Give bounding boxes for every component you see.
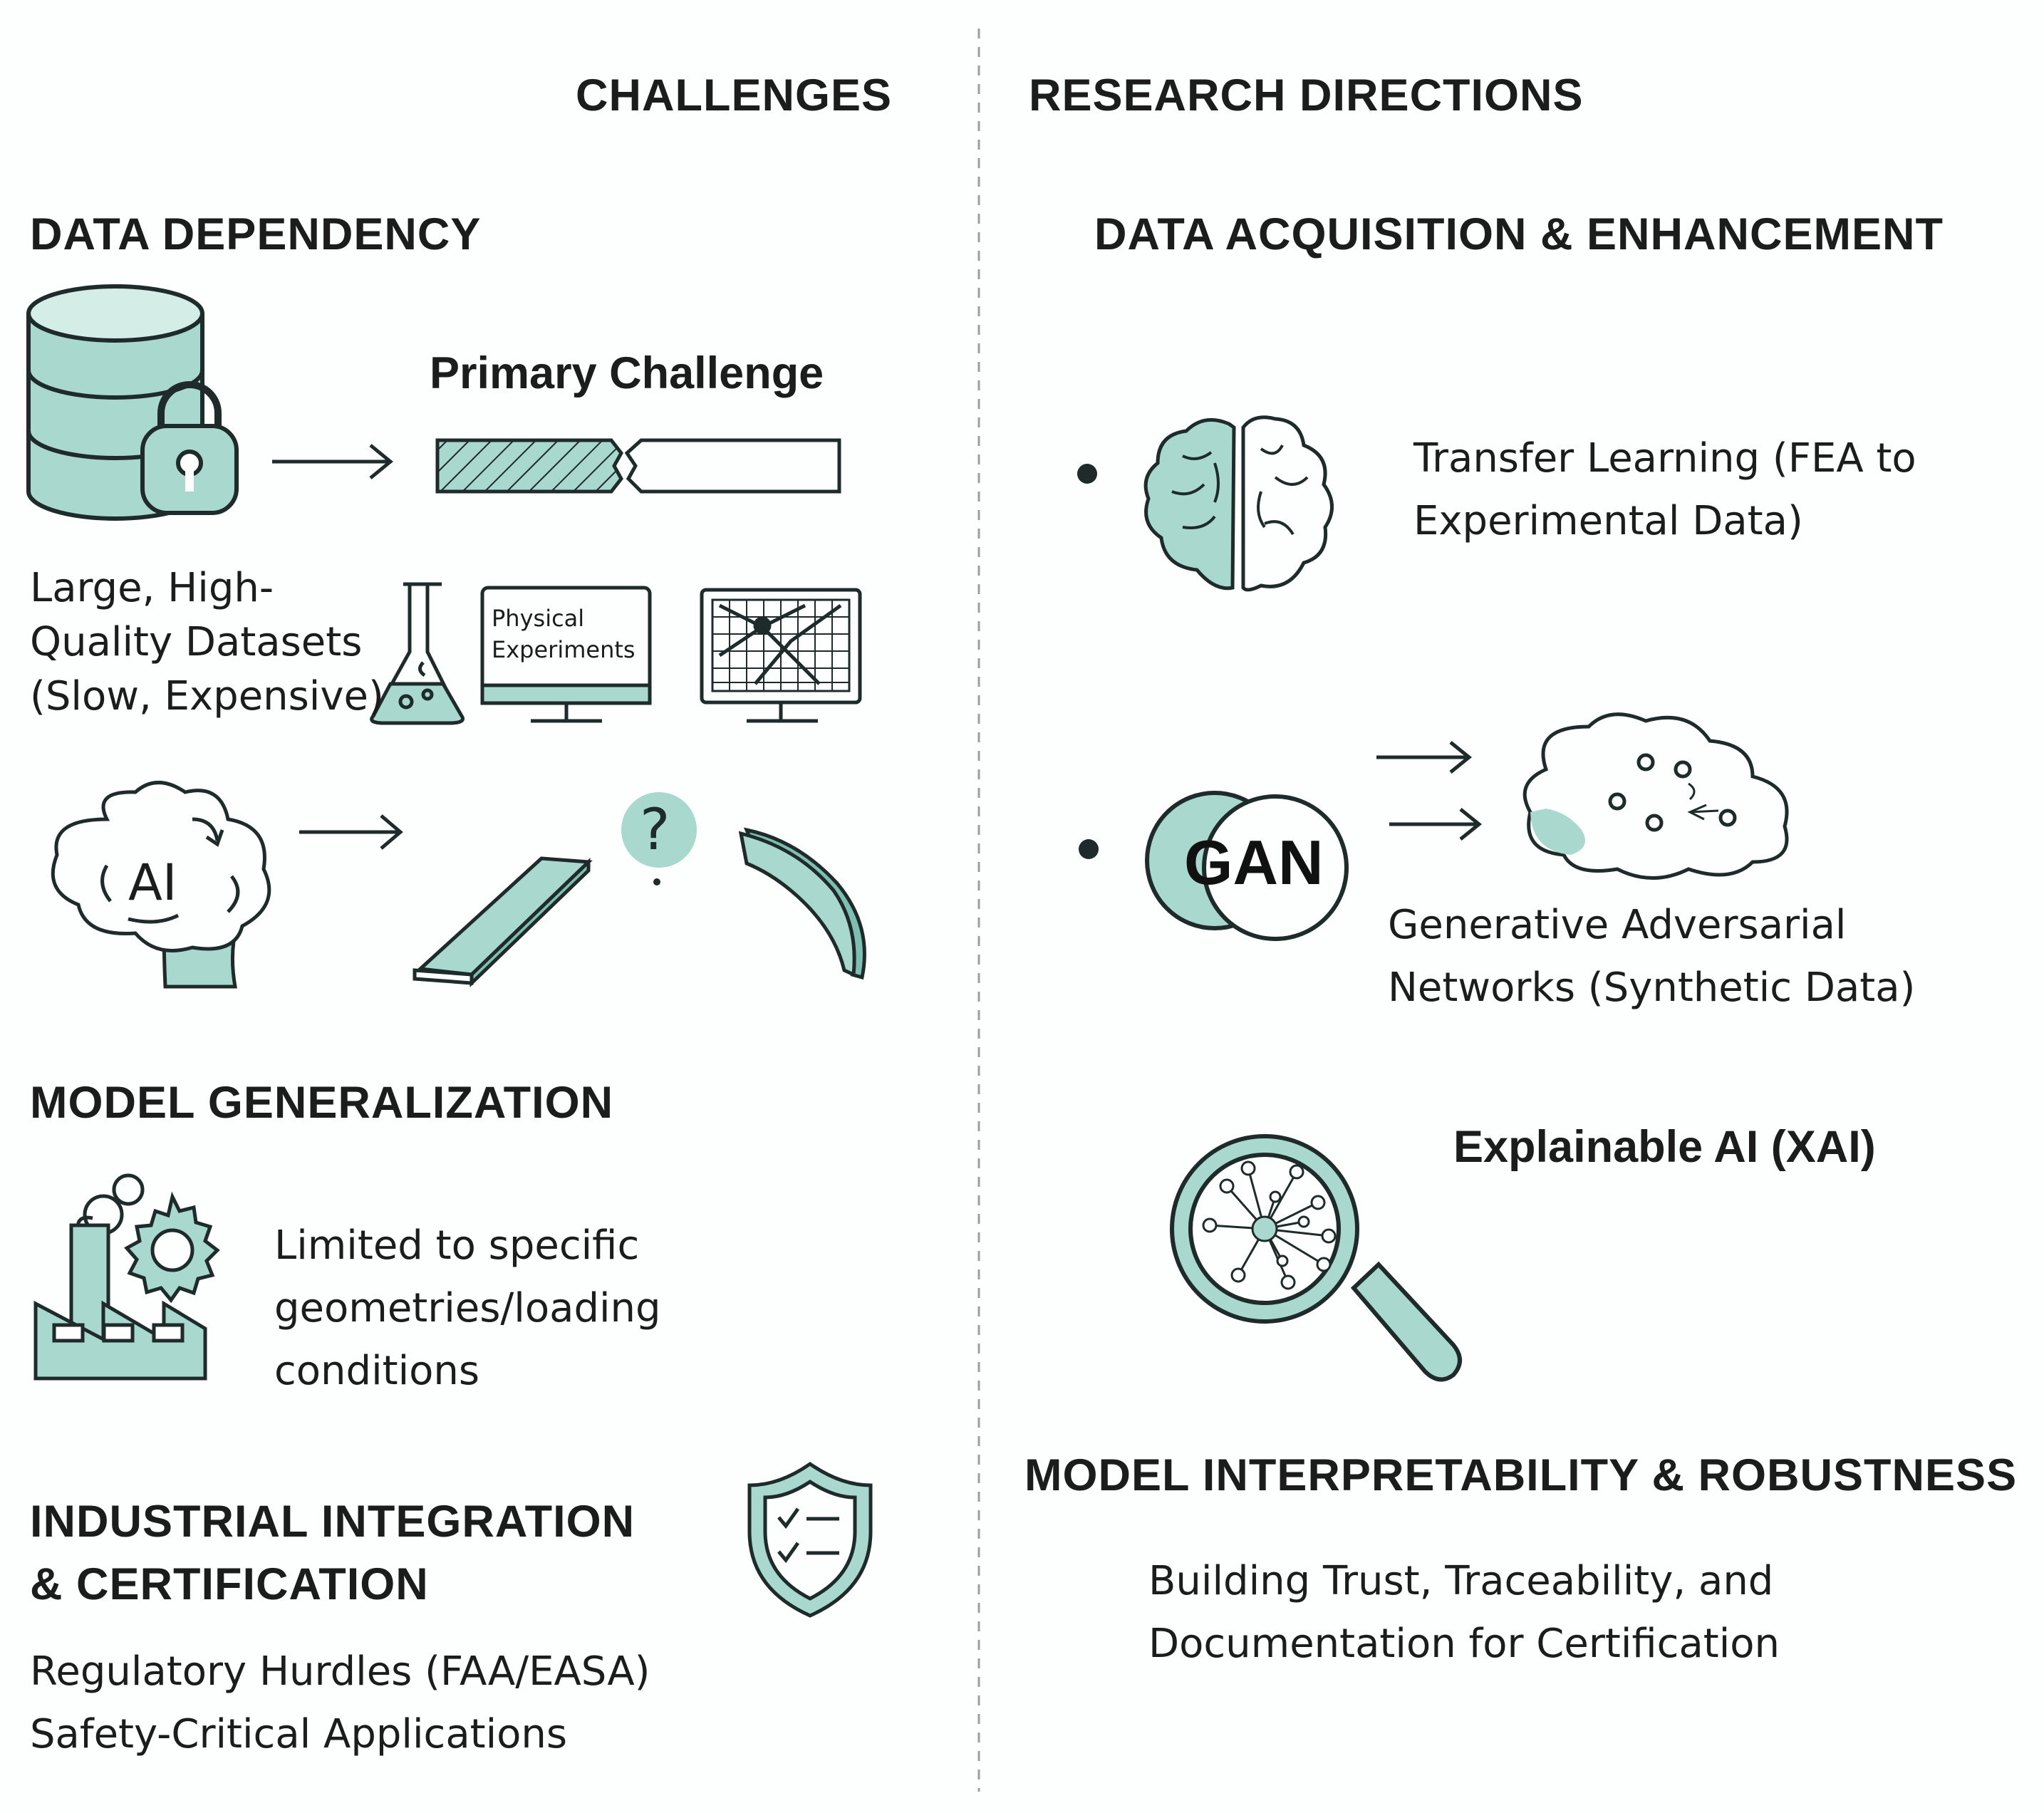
monitor-screen-text: Physical Experiments [492,605,635,663]
generalization-text: Limited to specific geometries/loading c… [274,1222,661,1394]
magnifier-network-icon [1170,1134,1462,1382]
arrow-icon [299,814,403,850]
question-mark: ? [640,796,670,863]
data-cloud-icon [1522,712,1789,880]
primary-challenge-label: Primary Challenge [430,348,824,398]
gan-icon [1145,791,1349,941]
arrow-icon [1376,741,1472,774]
question-icon [621,792,697,885]
challenges-column-title: CHALLENGES [576,71,893,120]
datasets-text: Large, High- Quality Datasets (Slow, Exp… [30,565,384,720]
ai-label: AI [128,853,177,912]
transfer-learning-text: Transfer Learning (FEA to Experimental D… [1413,435,1916,544]
arrow-icon [1389,808,1482,841]
bullet-icon [1079,839,1099,859]
interpretability-title: MODEL INTERPRETABILITY & ROBUSTNESS [1024,1450,2018,1500]
factory-gear-icon [33,1173,220,1381]
industrial-integration-title: INDUSTRIAL INTEGRATION & CERTIFICATION [30,1497,635,1609]
broken-specimen-icon [435,438,841,494]
curved-shell-icon [738,827,866,980]
bullet-icon [1077,464,1097,484]
research-column-title: RESEARCH DIRECTIONS [1029,71,1584,120]
arrow-icon [272,444,393,479]
data-dependency-title: DATA DEPENDENCY [30,209,482,259]
mesh-monitor-icon [700,588,862,723]
flask-icon [370,582,465,725]
gan-label: GAN [1184,827,1324,898]
brain-icon [1143,415,1334,592]
shield-checklist-icon [747,1461,873,1618]
data-acquisition-title: DATA ACQUISITION & ENHANCEMENT [1094,209,1944,259]
xai-label: Explainable AI (XAI) [1453,1122,1876,1172]
monitor-icon [480,586,652,723]
ai-brain-icon [51,781,271,989]
model-generalization-title: MODEL GENERALIZATION [30,1078,614,1128]
regulatory-text: Regulatory Hurdles (FAA/EASA) Safety-Cri… [30,1648,650,1757]
gan-text: Generative Adversarial Networks (Synthet… [1388,902,1916,1011]
database-lock-icon [26,284,239,521]
interpretability-text: Building Trust, Traceability, and Docume… [1148,1558,1780,1667]
flat-plate-icon [413,856,593,987]
